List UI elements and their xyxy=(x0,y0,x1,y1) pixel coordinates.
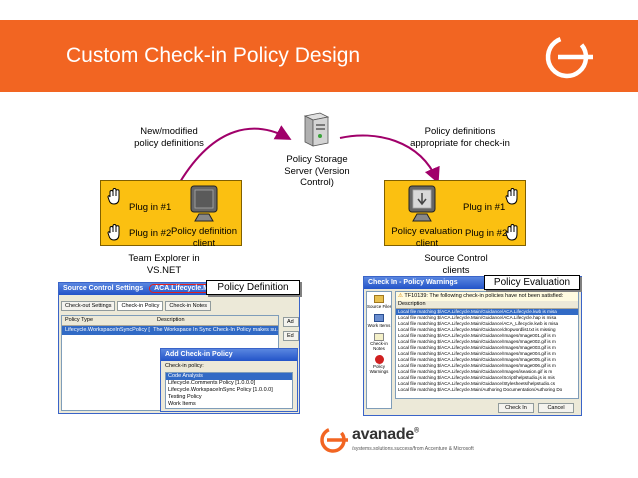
policy-definition-callout: Policy Definition xyxy=(206,280,300,295)
list-item[interactable]: Local file matching $/ACA.Lifecycle.Main… xyxy=(398,363,556,368)
warnings-banner: ⚠ TF10139: The following check-in polici… xyxy=(396,292,578,301)
list-item[interactable]: Local file matching $/ACA.Lifecycle.Main… xyxy=(398,357,556,362)
tab-check-out-settings[interactable]: Check-out Settings xyxy=(61,301,116,311)
table-row[interactable]: Lifecycle.WorkspaceInSyncPolicy [1.... T… xyxy=(62,326,278,335)
definition-client-label: Policy definition client xyxy=(170,226,237,249)
warnings-sidebar: Source Files Work Items Check-in Notes P… xyxy=(366,291,392,409)
avanade-logo: avanade® /systems.solutions.success/from… xyxy=(318,424,488,458)
list-item[interactable]: Local file matching $/ACA.Lifecycle.Main… xyxy=(398,327,556,332)
server-label: Policy Storage Server (Version Control) xyxy=(284,154,350,188)
alert-icon: ⚠ xyxy=(398,293,403,299)
list-item[interactable]: Code Analysis xyxy=(166,373,292,380)
list-item[interactable]: Lifecycle.WorkspaceInSync Policy [1.0.0.… xyxy=(168,387,273,393)
registered-mark: ® xyxy=(413,427,419,435)
avanade-ring-icon xyxy=(545,35,593,79)
monitor-icon xyxy=(190,185,218,222)
arrow-right-label: Policy definitions appropriate for check… xyxy=(410,126,510,149)
avanade-wordmark: avanade® xyxy=(352,426,419,443)
sidebar-item-source-files[interactable]: Source Files xyxy=(367,295,391,310)
list-item[interactable]: Local file matching $/ACA.Lifecycle.Main… xyxy=(396,309,578,315)
add-button[interactable]: Ad xyxy=(283,317,299,327)
add-dialog-title: Add Check-in Policy xyxy=(161,349,297,361)
avanade-tagline: /systems.solutions.success/from Accentur… xyxy=(352,446,474,452)
monitor-icon xyxy=(408,185,436,222)
avanade-mark-icon xyxy=(320,427,348,453)
list-item[interactable]: Local file matching $/ACA.Lifecycle.Main… xyxy=(398,387,563,392)
plugin-hand-icon xyxy=(505,188,518,205)
policy-definition-box: Plug in #1 Plug in #2 Policy definition … xyxy=(100,180,242,249)
plugin-hand-icon xyxy=(107,224,120,241)
evaluation-client-label: Policy evaluation client xyxy=(391,226,463,249)
policy-list-header: Policy Type Description xyxy=(62,316,278,326)
list-item[interactable]: Local file matching $/ACA.Lifecycle.Main… xyxy=(398,345,556,350)
list-item[interactable]: Work Items xyxy=(168,401,196,407)
plugin-2-label: Plug in #2 xyxy=(129,228,172,239)
list-item[interactable]: Local file matching $/ACA.Lifecycle.Main… xyxy=(398,333,556,338)
title-banner: Custom Check-in Policy Design xyxy=(0,20,638,92)
plugin-hand-icon xyxy=(505,224,518,241)
cancel-button[interactable]: Cancel xyxy=(538,403,574,413)
plugin-2-label: Plug in #2 xyxy=(465,228,508,239)
work-items-icon xyxy=(374,314,384,322)
warning-icon xyxy=(374,355,384,364)
column-description: Description xyxy=(396,301,578,309)
sidebar-item-policy-warnings[interactable]: Policy Warnings xyxy=(367,355,391,374)
list-item[interactable]: Local file matching $/ACA.Lifecycle.Main… xyxy=(398,375,555,380)
plugin-1-label: Plug in #1 xyxy=(129,202,172,213)
folder-icon xyxy=(374,295,384,303)
slide-title: Custom Check-in Policy Design xyxy=(66,44,361,67)
settings-tabs: Check-out Settings Check-in Policy Check… xyxy=(61,301,211,311)
sidebar-item-check-in-notes[interactable]: Check-in Notes xyxy=(367,333,391,351)
row-policy-type: Lifecycle.WorkspaceInSyncPolicy [1.... xyxy=(65,327,151,333)
add-check-in-policy-dialog: Add Check-in Policy Check-in policy: Cod… xyxy=(160,348,298,412)
policy-warnings-window: Check In - Policy Warnings Source Files … xyxy=(363,276,582,416)
warnings-list: Local file matching $/ACA.Lifecycle.Main… xyxy=(396,309,578,393)
arrow-left-label: New/modified policy definitions xyxy=(134,126,204,149)
plugin-1-label: Plug in #1 xyxy=(463,202,506,213)
tab-check-in-notes[interactable]: Check-in Notes xyxy=(165,301,211,311)
plugin-hand-icon xyxy=(107,188,120,205)
tab-check-in-policy[interactable]: Check-in Policy xyxy=(117,301,164,311)
list-item[interactable]: Local file matching $/ACA.Lifecycle.Main… xyxy=(398,339,556,344)
source-control-clients-label: Source Control clients xyxy=(424,253,488,276)
list-item[interactable]: Lifecycle.Comments Policy [1.0.0.0] xyxy=(168,380,256,386)
list-item[interactable]: Local file matching $/ACA.Lifecycle.Main… xyxy=(398,381,556,386)
server-icon xyxy=(303,112,330,147)
list-item[interactable]: Local file matching $/ACA.Lifecycle.Main… xyxy=(398,315,557,320)
edit-button[interactable]: Ed xyxy=(283,331,299,341)
settings-highlight: ACA.Lifecycle.Main xyxy=(149,284,225,293)
row-description: The Workspace In Sync Check-In Policy ma… xyxy=(153,327,278,333)
team-explorer-label: Team Explorer in VS.NET xyxy=(128,253,200,276)
add-dialog-prompt: Check-in policy: xyxy=(165,363,204,369)
column-policy-type: Policy Type xyxy=(65,317,94,323)
column-description: Description xyxy=(157,317,185,323)
list-item[interactable]: Local file matching $/ACA.Lifecycle.Main… xyxy=(398,321,559,326)
list-item[interactable]: Local file matching $/ACA.Lifecycle.Main… xyxy=(398,351,556,356)
policy-evaluation-callout: Policy Evaluation xyxy=(484,275,580,290)
check-in-button[interactable]: Check In xyxy=(498,403,534,413)
list-item[interactable]: Local file matching $/ACA.Lifecycle.Main… xyxy=(398,369,553,374)
sidebar-item-work-items[interactable]: Work Items xyxy=(367,314,391,329)
list-item[interactable]: Testing Policy xyxy=(168,394,202,400)
policy-options-list: Code Analysis Lifecycle.Comments Policy … xyxy=(165,372,293,409)
notes-icon xyxy=(374,333,384,341)
policy-evaluation-box: Plug in #1 Policy evaluation client Plug… xyxy=(384,180,526,249)
warnings-content: ⚠ TF10139: The following check-in polici… xyxy=(395,291,579,399)
